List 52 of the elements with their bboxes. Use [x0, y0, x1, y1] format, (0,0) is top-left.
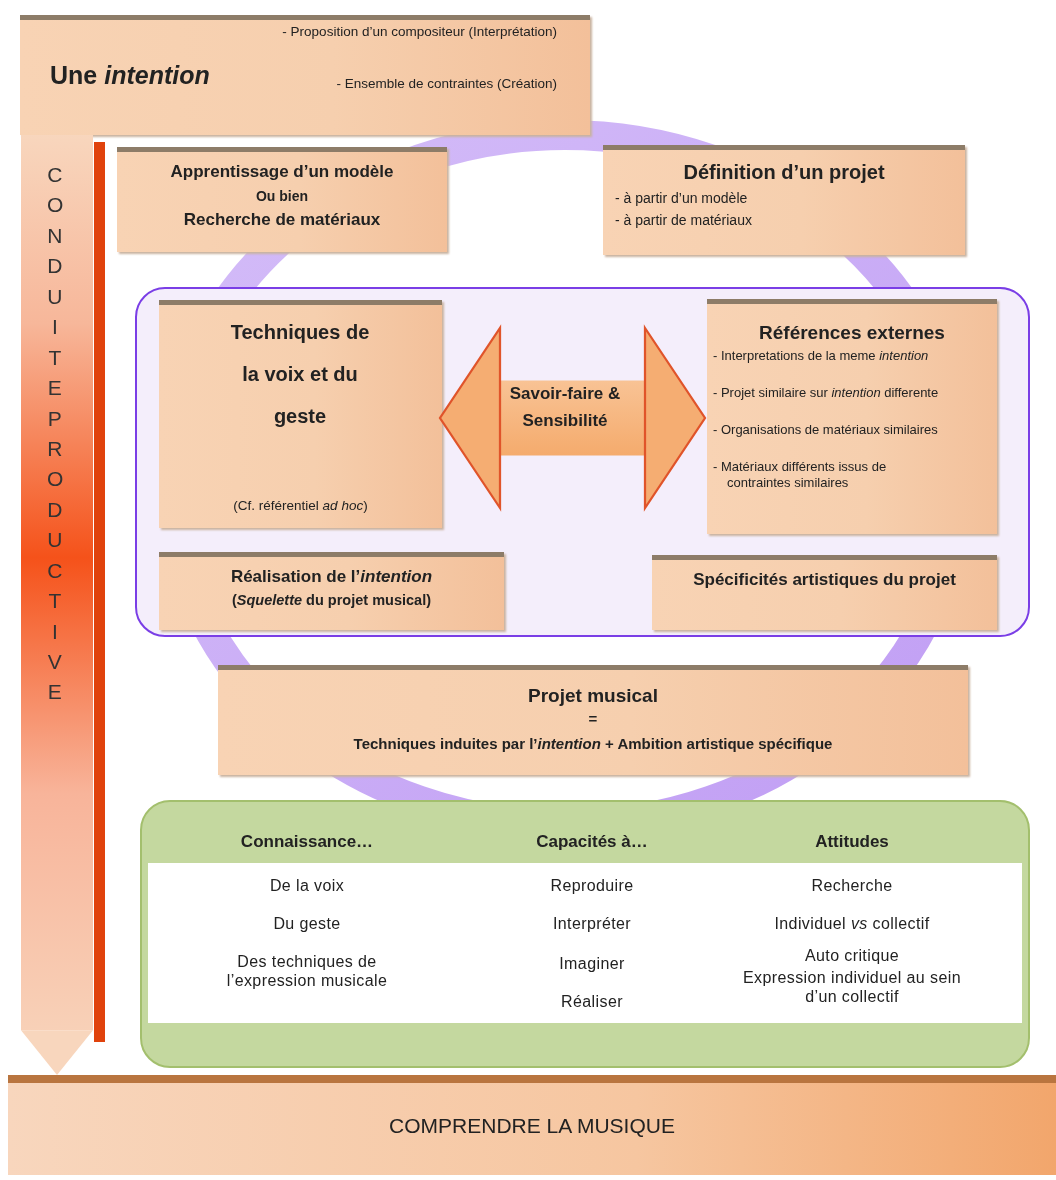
table-cell-text: De la voix: [268, 876, 346, 896]
table-cell-text: Individuel vs collectif: [773, 914, 931, 934]
box-note: (Cf. référentiel ad hoc): [232, 498, 369, 515]
band-title: Une intention: [50, 60, 211, 90]
bullet-text: - Projet similaire sur intention differente: [713, 385, 940, 401]
technique-box: [159, 300, 442, 528]
block-arrow: [21, 135, 93, 1075]
footer-band: [8, 1075, 1056, 1175]
heading-band: [20, 15, 590, 135]
bullet-text: - Proposition d’un compositeur (Interprétation): [282, 24, 557, 41]
bullet-text: - Ensemble de contraintes (Création): [335, 76, 557, 93]
project-box: [218, 665, 968, 775]
table-cell-text: Réaliser: [560, 992, 624, 1012]
box-text: Ou bien: [254, 188, 310, 205]
group-panel: [135, 287, 1030, 637]
box-title: Recherche de matériaux: [182, 210, 382, 231]
footer-title: COMPRENDRE LA MUSIQUE: [388, 1113, 676, 1139]
step-box: [652, 555, 997, 630]
column-header: Connaissance…: [239, 832, 375, 853]
box-text: Techniques induites par l’intention + Ambition artistique spécifique: [352, 735, 834, 753]
table-cell-text: Imaginer: [558, 954, 626, 974]
edge-label: CONDUITE PRODUCTIVE: [47, 162, 63, 706]
bullet-text: - Interpretations de la meme intention: [713, 348, 930, 364]
step-box: [159, 552, 504, 630]
box-title: Apprentissage d’un modèle: [169, 162, 395, 183]
step-box: [603, 145, 965, 255]
box-title: Spécificités artistiques du projet: [692, 570, 957, 591]
box-title: Définition d’un projet: [682, 160, 886, 184]
table-cell-text: Du geste: [272, 914, 342, 934]
step-box: [117, 147, 447, 252]
table-cell-text: Interpréter: [551, 914, 633, 934]
box-title: Références externes: [758, 322, 946, 345]
table-cell-text: Expression individuel au sein d’un collectif: [742, 968, 962, 1007]
equals-sign: =: [587, 710, 599, 728]
reference-box: [707, 299, 997, 534]
box-title: Réalisation de l’intention: [229, 567, 434, 588]
table-cell-text: Reproduire: [549, 876, 635, 896]
bullet-text: - Matériaux différents issus de contraintes similaires: [713, 459, 888, 491]
edge-label: Savoir-faire & Sensibilité: [508, 383, 622, 433]
bullet-text: - Organisations de matériaux similaires: [713, 422, 939, 438]
double-arrow: [438, 326, 707, 510]
table-cell-text: Auto critique: [803, 946, 901, 966]
bullet-text: - à partir d’un modèle: [615, 190, 749, 207]
table-cell-text: Recherche: [810, 876, 894, 896]
bullet-text: - à partir de matériaux: [615, 212, 753, 229]
column-header: Capacités à…: [535, 832, 649, 853]
box-title: Projet musical: [527, 685, 659, 708]
skills-panel: [140, 800, 1030, 1068]
table-cell-text: Des techniques de l’expression musicale: [225, 952, 389, 991]
box-title: Techniques de la voix et du geste: [229, 320, 371, 429]
column-header: Attitudes: [814, 832, 890, 853]
box-text: (Squelette du projet musical): [231, 592, 432, 610]
